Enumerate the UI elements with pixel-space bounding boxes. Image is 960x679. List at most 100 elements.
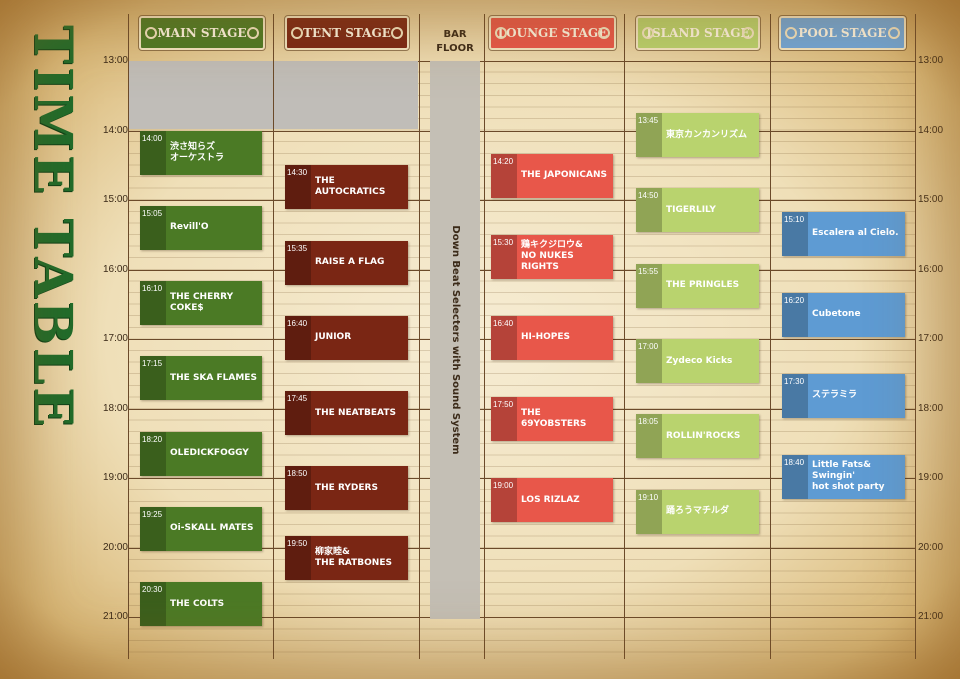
performance-name: LOS RIZLAZ [521, 494, 580, 505]
performance-tent[interactable]: 17:45 THE NEATBEATS [285, 391, 408, 436]
performance-name: TIGERLILY [666, 204, 716, 215]
hour-line [128, 617, 916, 618]
time-label-right: 18:00 [918, 402, 944, 414]
performance-time: 14:00 [140, 130, 166, 175]
time-label-right: 17:00 [918, 333, 944, 344]
performance-time: 15:30 [491, 234, 517, 279]
performance-time: 15:10 [782, 211, 808, 256]
column-divider [770, 14, 771, 659]
hour-line [128, 130, 916, 132]
stage-header-pool: POOL STAGE [778, 15, 907, 51]
performance-name: 踊ろうマチルダ [666, 506, 730, 517]
bar-floor-performer: Down Beat Selecters with Sound System [450, 225, 461, 455]
performance-name: THE 69YOBSTERS [521, 407, 587, 429]
time-label-right: 14:00 [918, 124, 944, 136]
performance-time: 17:45 [285, 391, 311, 436]
performance-name: THE NEATBEATS [315, 407, 396, 418]
performance-time: 18:40 [782, 454, 808, 499]
performance-pool[interactable]: 17:30 ステラミラ [782, 373, 905, 418]
performance-name: 東京カンカンリズム [666, 129, 748, 140]
performance-name: JUNIOR [315, 332, 352, 343]
performance-main[interactable]: 19:25 Oi-SKALL MATES [140, 506, 262, 551]
performance-time: 16:20 [782, 292, 808, 337]
performance-name: THE PRINGLES [666, 280, 740, 291]
performance-name: Little Fats& Swingin' hot shot party [812, 460, 885, 493]
performance-time: 16:10 [140, 281, 166, 326]
bar-floor-strip [430, 61, 480, 619]
performance-pool[interactable]: 15:10 Escalera al Cielo. [782, 211, 905, 256]
performance-name: OLEDICKFOGGY [170, 448, 249, 459]
performance-name: THE SKA FLAMES [170, 372, 257, 383]
time-label-left: 16:00 [102, 263, 128, 275]
performance-name: RAISE A FLAG [315, 257, 385, 268]
performance-island[interactable]: 18:05 ROLLIN'ROCKS [636, 414, 759, 459]
performance-time: 19:50 [285, 535, 311, 580]
performance-time: 20:30 [140, 582, 166, 627]
performance-name: THE JAPONICANS [521, 170, 607, 181]
tent-stage-closed-block [274, 61, 418, 129]
performance-name: 鶏キクジロウ& NO NUKES RIGHTS [521, 240, 583, 273]
performance-lounge[interactable]: 19:00 LOS RIZLAZ [491, 478, 613, 522]
performance-time: 17:30 [782, 373, 808, 418]
performance-tent[interactable]: 16:40 JUNIOR [285, 315, 408, 360]
stage-header-island: ISLAND STAGE [635, 15, 761, 51]
performance-island[interactable]: 19:10 踊ろうマチルダ [636, 489, 759, 534]
column-divider [273, 14, 274, 659]
performance-name: ステラミラ [812, 390, 858, 401]
performance-time: 17:15 [140, 356, 166, 401]
time-label-left: 18:00 [102, 402, 128, 414]
performance-time: 17:50 [491, 396, 517, 441]
time-label-left: 13:00 [102, 55, 128, 66]
stage-header-lounge: LOUNGE STAGE [488, 15, 617, 51]
performance-time: 19:00 [491, 478, 517, 522]
time-label-right: 13:00 [918, 55, 944, 66]
time-label-left: 20:00 [102, 541, 128, 553]
performance-time: 19:25 [140, 506, 166, 551]
performance-time: 14:20 [491, 153, 517, 198]
page-title: TIME TABLE [22, 25, 83, 430]
performance-tent[interactable]: 15:35 RAISE A FLAG [285, 240, 408, 285]
performance-main[interactable]: 17:15 THE SKA FLAMES [140, 356, 262, 401]
performance-name: ROLLIN'ROCKS [666, 430, 741, 441]
time-label-left: 19:00 [102, 472, 128, 483]
performance-name: Revill'O [170, 222, 209, 233]
hour-line [128, 547, 916, 549]
column-divider [915, 14, 916, 659]
performance-name: Oi-SKALL MATES [170, 523, 254, 534]
time-label-right: 15:00 [918, 194, 944, 205]
performance-time: 18:05 [636, 414, 662, 459]
performance-name: HI-HOPES [521, 332, 571, 343]
performance-time: 14:30 [285, 165, 311, 210]
performance-time: 18:20 [140, 431, 166, 476]
performance-name: 渋さ知らズ オーケストラ [170, 141, 225, 163]
hour-line [128, 61, 916, 62]
performance-lounge[interactable]: 14:20 THE JAPONICANS [491, 153, 613, 198]
time-label-right: 19:00 [918, 472, 944, 483]
performance-main[interactable]: 18:20 OLEDICKFOGGY [140, 431, 262, 476]
performance-time: 19:10 [636, 489, 662, 534]
performance-tent[interactable]: 18:50 THE RYDERS [285, 466, 408, 511]
performance-name: Escalera al Cielo. [812, 228, 899, 239]
main-stage-closed-block [129, 61, 273, 129]
performance-time: 16:40 [285, 315, 311, 360]
column-divider [419, 14, 420, 659]
performance-name: THE RYDERS [315, 482, 378, 493]
performance-time: 15:35 [285, 240, 311, 285]
column-divider [484, 14, 485, 659]
performance-time: 18:50 [285, 466, 311, 511]
